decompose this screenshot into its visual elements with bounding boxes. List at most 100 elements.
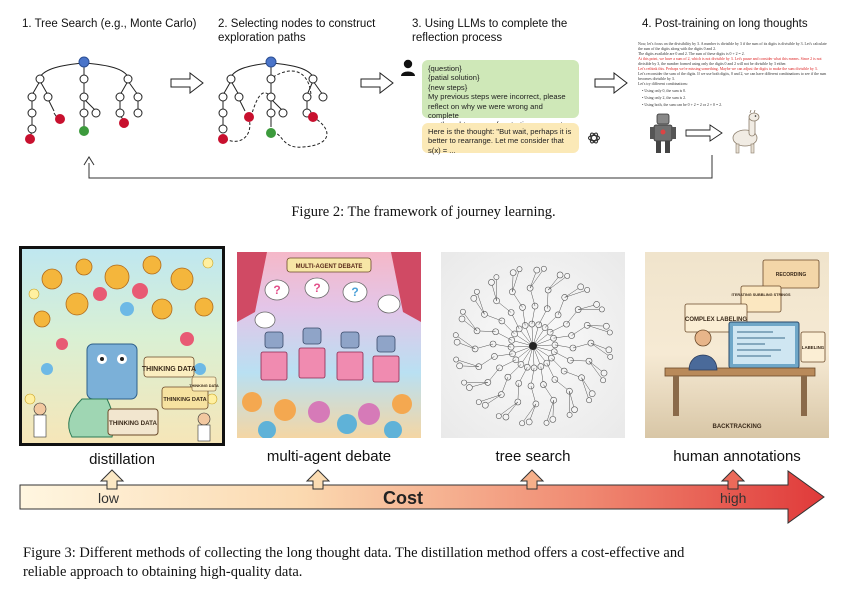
tree-node bbox=[512, 356, 520, 364]
tree-node bbox=[458, 315, 466, 323]
tree-node bbox=[603, 322, 610, 330]
tree-node bbox=[554, 311, 562, 319]
method-label-tree-search: tree search bbox=[495, 448, 571, 465]
tree-edge bbox=[512, 269, 520, 292]
tree-node bbox=[593, 301, 600, 308]
tree-node bbox=[530, 364, 538, 372]
tree-node bbox=[519, 420, 526, 427]
tree-node bbox=[453, 356, 460, 363]
method-label-distillation: distillation bbox=[89, 451, 155, 468]
complex-labeling-label: COMPLEX LABELING bbox=[685, 317, 747, 323]
tree-edge bbox=[478, 394, 502, 403]
iterating-label: ITERATING SUBBLING STRINGS bbox=[732, 293, 791, 297]
tree-node bbox=[460, 308, 466, 315]
tree-edge bbox=[521, 403, 537, 424]
cost-label: Cost bbox=[383, 488, 423, 508]
labeling-label: LABELING bbox=[802, 345, 825, 350]
multi-agent-debate-illustration: MULTI-AGENT DEBATE ? ? ? bbox=[237, 252, 421, 438]
tree-node bbox=[537, 363, 545, 370]
figure-3-caption: Figure 3: Different methods of collectin… bbox=[23, 545, 685, 580]
tree-node bbox=[569, 344, 577, 352]
tree-node bbox=[540, 265, 547, 272]
tree-node bbox=[502, 413, 510, 421]
tree-node bbox=[516, 266, 523, 273]
tree-node bbox=[482, 401, 489, 409]
up-arrow-icon bbox=[99, 469, 125, 490]
distillation-illustration: THINKING DATA THINKING DATA THINKING DAT… bbox=[19, 246, 225, 446]
thinking-data-label: THINKING DATA bbox=[163, 397, 206, 403]
person-icon bbox=[688, 329, 718, 371]
tree-root-node bbox=[529, 342, 537, 350]
tree-edge bbox=[588, 360, 604, 381]
search-tree-diagram bbox=[25, 56, 143, 144]
right-arrow-icon bbox=[594, 72, 628, 94]
method-label-multi-agent-debate: multi-agent debate bbox=[266, 448, 392, 465]
tree-edge bbox=[456, 359, 479, 367]
tree-node bbox=[489, 340, 497, 348]
tree-node bbox=[585, 357, 593, 365]
tree-node bbox=[495, 413, 502, 419]
tree-node bbox=[533, 266, 541, 274]
tree-node bbox=[605, 346, 613, 354]
tree-node bbox=[598, 306, 605, 313]
tree-node bbox=[509, 269, 517, 276]
tree-node bbox=[587, 339, 595, 347]
tree-node bbox=[488, 279, 495, 286]
tree-node bbox=[466, 384, 473, 391]
tree-node bbox=[470, 295, 478, 302]
tree-edge bbox=[498, 401, 519, 417]
tree-node bbox=[586, 397, 592, 404]
tree-node bbox=[519, 304, 526, 311]
tree-edge bbox=[587, 325, 610, 333]
tree-node bbox=[600, 377, 606, 384]
tree-node bbox=[584, 287, 591, 293]
backtracking-label: BACKTRACKING bbox=[713, 424, 762, 430]
tree-node bbox=[549, 416, 557, 423]
tree-node bbox=[453, 338, 461, 346]
tree-node bbox=[475, 399, 482, 405]
debate-banner-label: MULTI-AGENT DEBATE bbox=[296, 264, 363, 270]
step-3-title: 3. Using LLMs to complete the reflection… bbox=[412, 18, 568, 44]
thinking-data-label: THINKING DATA bbox=[109, 420, 157, 427]
reply-bubble: Here is the thought: "But wait, perhaps … bbox=[422, 123, 579, 155]
tree-node bbox=[560, 367, 568, 375]
robot-debate-art: MULTI-AGENT DEBATE ? ? ? bbox=[237, 252, 421, 438]
tree-node bbox=[600, 369, 608, 377]
tree-node bbox=[606, 329, 613, 336]
tree-node bbox=[543, 359, 551, 367]
tree-node bbox=[504, 373, 512, 381]
tree-node bbox=[493, 274, 500, 281]
cost-scale-arrow bbox=[19, 469, 825, 524]
tree-node bbox=[543, 419, 550, 426]
tree-node bbox=[461, 379, 468, 386]
tree-edge bbox=[547, 275, 568, 291]
exploration-path-diagram bbox=[218, 56, 328, 148]
user-icon bbox=[401, 59, 415, 76]
tree-node bbox=[566, 411, 573, 418]
tree-node bbox=[515, 325, 523, 333]
tree-search-illustration bbox=[441, 252, 625, 438]
question-mark-icon: ? bbox=[273, 283, 280, 297]
tree-node bbox=[550, 334, 557, 342]
up-arrow-icon bbox=[720, 469, 746, 490]
tree-edge bbox=[581, 377, 590, 401]
up-arrow-icon bbox=[305, 469, 331, 490]
thinking-data-label: THINKING DATA bbox=[189, 384, 219, 388]
tree-node bbox=[481, 310, 488, 318]
tree-edge bbox=[462, 311, 478, 332]
tree-node bbox=[546, 328, 554, 336]
tree-edge bbox=[564, 289, 588, 298]
step-1-title: 1. Tree Search (e.g., Monte Carlo) bbox=[22, 18, 197, 30]
radial-tree-art bbox=[452, 265, 614, 427]
right-arrow-icon bbox=[360, 72, 394, 94]
method-label-human-annotations: human annotations bbox=[673, 448, 801, 465]
tree-node bbox=[526, 284, 534, 292]
tree-edge bbox=[590, 342, 611, 358]
tree-node bbox=[509, 350, 516, 358]
tree-node bbox=[532, 400, 540, 408]
tree-node bbox=[561, 294, 569, 301]
up-arrow-icon bbox=[519, 469, 545, 490]
tree-node bbox=[525, 418, 533, 426]
llm-logo-icon bbox=[587, 132, 601, 144]
cost-low-label: low bbox=[98, 490, 120, 506]
